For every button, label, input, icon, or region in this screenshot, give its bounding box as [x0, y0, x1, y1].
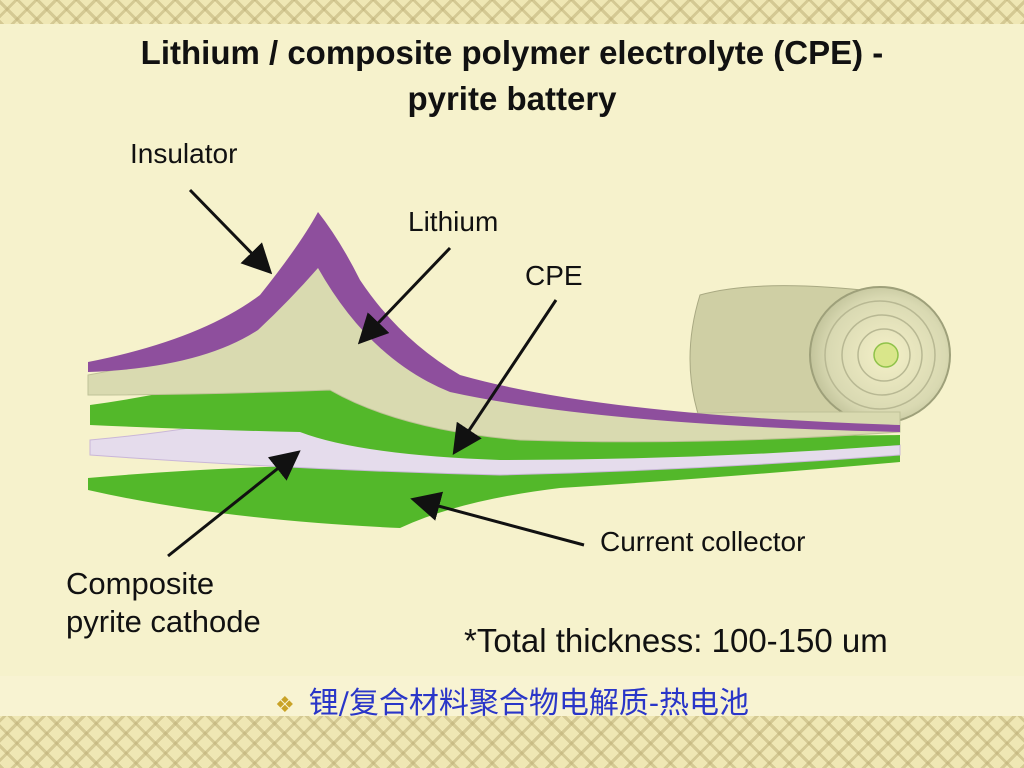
insulator-label: Insulator [130, 138, 238, 169]
thickness-note: *Total thickness: 100-150 um [464, 622, 888, 659]
title-line-1: Lithium / composite polymer electrolyte … [140, 34, 884, 71]
cathode-label-line-1: Composite [66, 566, 215, 601]
caption-text: 锂/复合材料聚合物电解质-热电池 [308, 686, 749, 721]
cpe-arrow [452, 299, 558, 455]
title-line-2: pyrite battery [407, 80, 617, 117]
lithium-label: Lithium [408, 206, 499, 237]
cathode-arrow [167, 450, 301, 558]
diamond-bullet-icon: ❖ [275, 692, 295, 718]
insulator-arrow [188, 188, 273, 275]
rolled-battery-cylinder [689, 285, 951, 431]
slide-title: Lithium / composite polymer electrolyte … [0, 30, 1024, 122]
footer-strip [0, 676, 1024, 718]
decorative-top-border [0, 0, 1024, 24]
current-collector-label: Current collector [600, 526, 806, 557]
lithium-arrow [357, 246, 452, 345]
battery-layer-diagram [87, 188, 951, 558]
chinese-caption: ❖ 锂/复合材料聚合物电解质-热电池 [0, 678, 1024, 722]
decorative-bottom-border [0, 716, 1024, 768]
cathode-label-line-2: pyrite cathode [66, 604, 261, 639]
insulator-layer [88, 212, 900, 432]
current-collector-arrow [410, 491, 585, 547]
cpe-label: CPE [525, 260, 583, 291]
